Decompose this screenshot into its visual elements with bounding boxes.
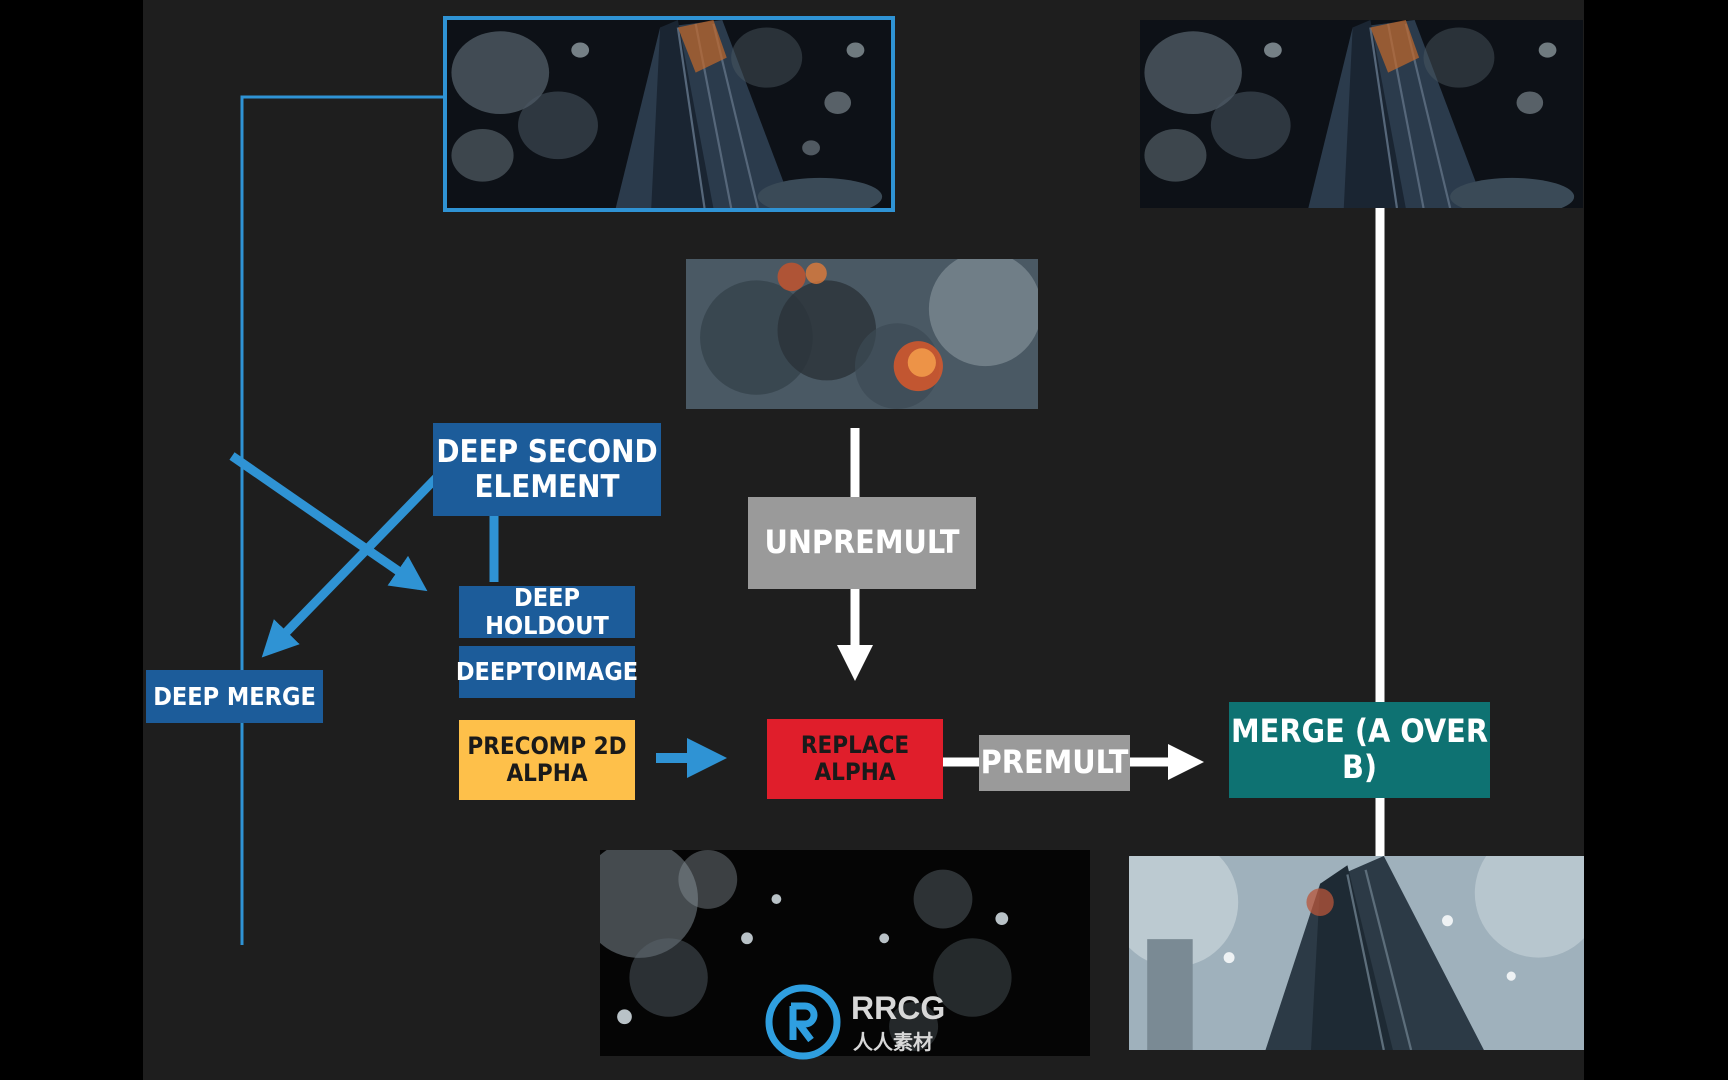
precomp-2d-alpha-node[interactable]: PRECOMP 2D ALPHA — [459, 720, 635, 800]
thumbnail-top-left — [443, 16, 895, 212]
thumbnail-bottom-left — [600, 850, 1090, 1056]
thumbnail-middle — [686, 259, 1038, 409]
premult-node[interactable]: PREMULT — [979, 735, 1130, 791]
deep-merge-node[interactable]: DEEP MERGE — [146, 670, 323, 723]
unpremult-node[interactable]: UNPREMULT — [748, 497, 976, 589]
debris-alpha-matte-image — [600, 850, 1090, 1056]
rrcg-logo-icon — [765, 984, 841, 1060]
final-composite-image — [1129, 856, 1584, 1050]
deep-second-element-node[interactable]: DEEP SECOND ELEMENT — [433, 423, 661, 516]
rrcg-watermark: RRCG 人人素材 — [763, 982, 963, 1062]
deeptoimage-node[interactable]: DEEPTOIMAGE — [456, 646, 638, 698]
deep-holdout-node[interactable]: DEEP HOLDOUT — [459, 584, 635, 640]
deep-pipe-wire — [240, 95, 445, 945]
fire-and-smoke-image — [686, 259, 1038, 409]
thumbnail-bottom-right — [1129, 856, 1584, 1050]
watermark-brand-text: RRCG — [851, 990, 946, 1026]
shattering-skyscraper-image — [447, 20, 891, 208]
thumbnail-top-right — [1140, 20, 1583, 208]
pipe-to-holdout-arrow — [229, 452, 428, 592]
watermark-subtitle-text: 人人素材 — [853, 1030, 933, 1054]
replace-alpha-node[interactable]: REPLACE ALPHA — [767, 719, 943, 799]
merge-a-over-b-node[interactable]: MERGE (A OVER B) — [1229, 702, 1490, 798]
shattering-skyscraper-image — [1140, 20, 1583, 208]
second-to-deep-merge-arrow — [261, 470, 444, 658]
